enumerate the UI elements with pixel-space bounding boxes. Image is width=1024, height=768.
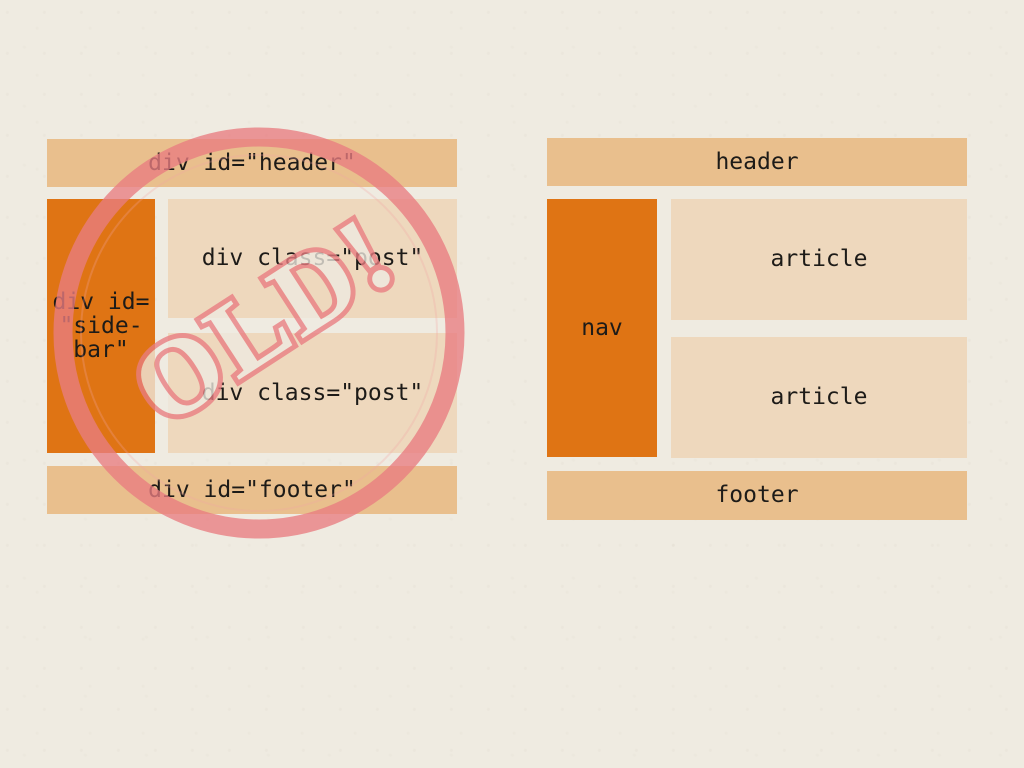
left-sidebar-label-line-2: "side- bbox=[59, 312, 143, 339]
right-header-block: header bbox=[547, 138, 967, 186]
left-post-label-1: div class="post" bbox=[201, 245, 424, 272]
left-header-block: div id="header" bbox=[47, 139, 457, 187]
right-article-block-2: article bbox=[671, 337, 967, 458]
right-header-label: header bbox=[715, 148, 799, 175]
left-sidebar-label-line-1: div id= bbox=[52, 288, 150, 315]
left-post-block-1: div class="post" bbox=[168, 199, 457, 318]
left-sidebar-block: div id= "side- bar" bbox=[47, 199, 155, 453]
right-footer-label: footer bbox=[715, 482, 799, 509]
right-footer-block: footer bbox=[547, 471, 967, 520]
left-footer-label: div id="footer" bbox=[148, 476, 356, 503]
right-article-block-1: article bbox=[671, 199, 967, 320]
left-sidebar-label-group: div id= "side- bar" bbox=[52, 288, 150, 364]
left-post-block-2: div class="post" bbox=[168, 333, 457, 453]
right-article-label-2: article bbox=[770, 384, 868, 411]
left-sidebar-label-line-3: bar" bbox=[73, 337, 129, 364]
left-post-label-2: div class="post" bbox=[201, 379, 424, 406]
semantic-layout-diagram: header nav article article footer bbox=[547, 138, 967, 520]
right-nav-label: nav bbox=[581, 314, 623, 341]
left-header-label: div id="header" bbox=[148, 149, 356, 176]
right-article-label-1: article bbox=[770, 246, 868, 273]
old-layout-diagram: div id="header" div id= "side- bar" div … bbox=[47, 139, 457, 515]
left-footer-block: div id="footer" bbox=[47, 466, 457, 514]
right-nav-block: nav bbox=[547, 199, 657, 457]
